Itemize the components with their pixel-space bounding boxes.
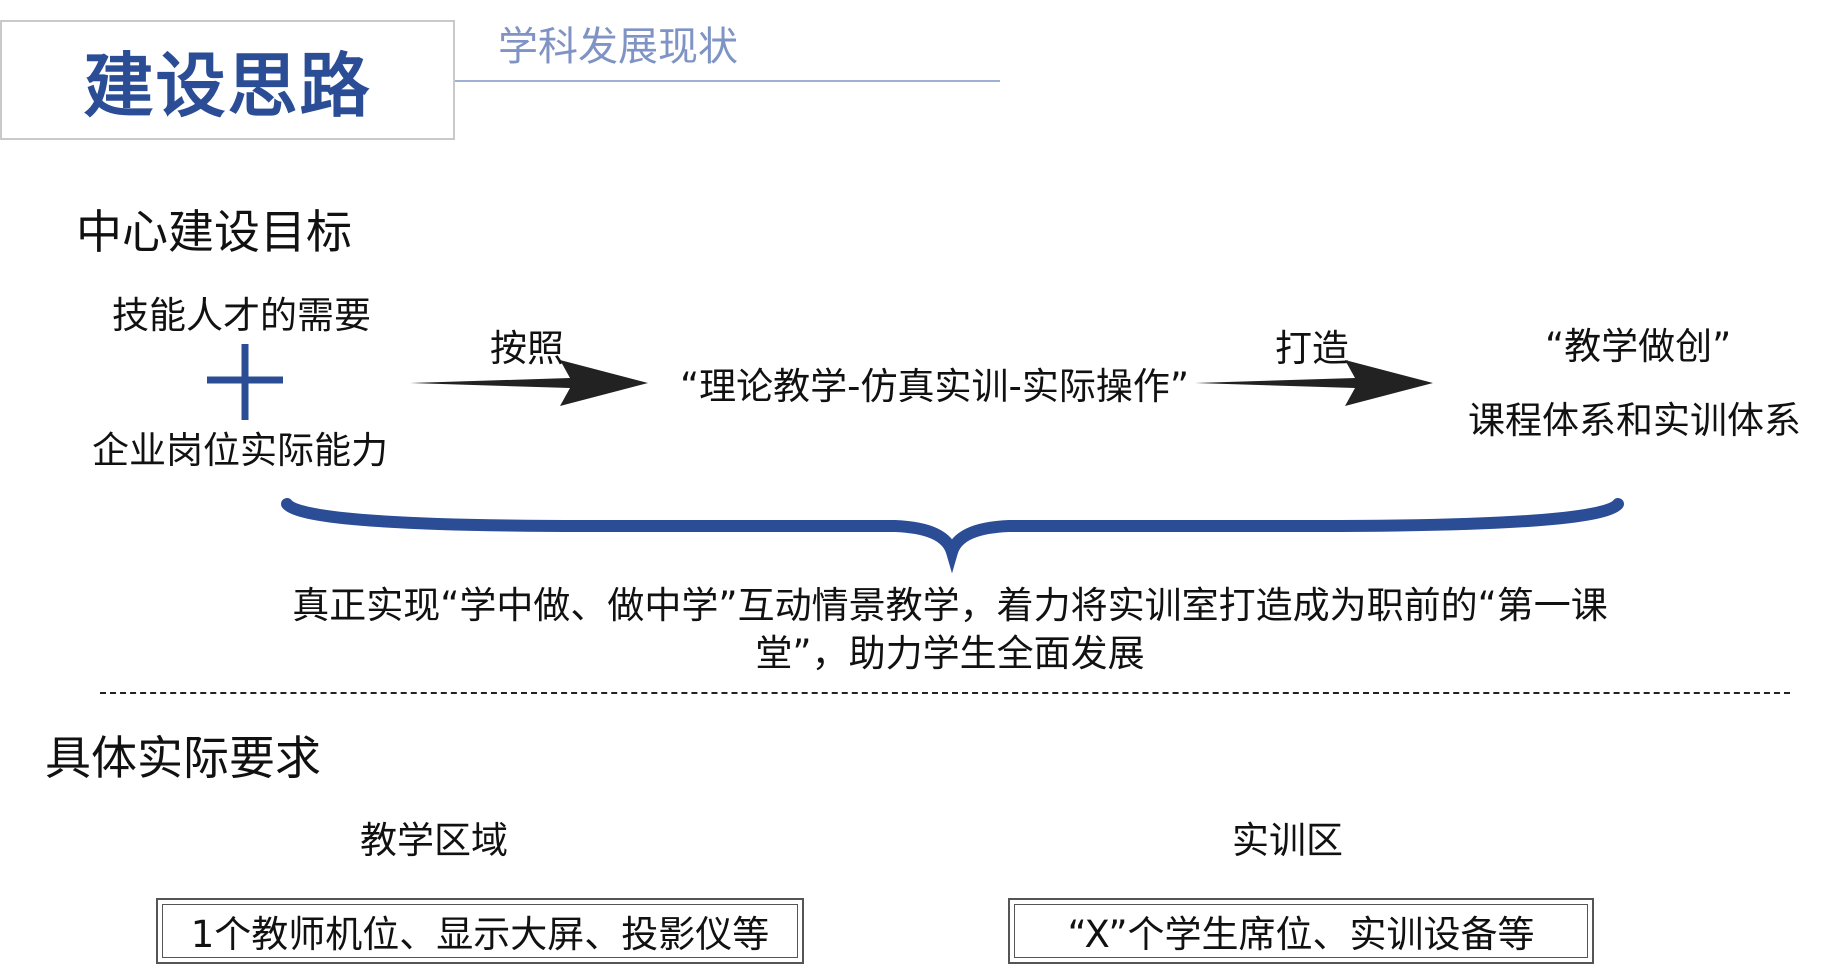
arrow1-label: 按照: [490, 327, 564, 370]
result-top-text: “教学做创”: [1545, 325, 1732, 368]
teaching-area-label: 教学区域: [360, 819, 508, 862]
result-bottom-text: 课程体系和实训体系: [1468, 399, 1801, 442]
section-divider: [100, 692, 1790, 694]
curly-brace-icon: [281, 498, 1624, 574]
page-title: 建设思路: [83, 44, 372, 127]
plus-icon: [207, 344, 283, 420]
training-area-box: “X”个学生席位、实训设备等: [1008, 898, 1594, 964]
training-area-label: 实训区: [1232, 819, 1343, 862]
requirements-section-heading: 具体实际要求: [45, 731, 321, 785]
subtitle-underline: [455, 80, 1000, 82]
teaching-area-box: 1个教师机位、显示大屏、投影仪等: [156, 898, 804, 964]
right-arrow-icon: [410, 360, 648, 406]
right-arrow-icon: [1195, 360, 1433, 406]
input-bottom-text: 企业岗位实际能力: [92, 429, 388, 472]
teaching-area-content: 1个教师机位、显示大屏、投影仪等: [190, 913, 770, 956]
arrow2-label: 打造: [1275, 327, 1349, 370]
goal-section-heading: 中心建设目标: [76, 205, 352, 259]
method-text: “理论教学-仿真实训-实际操作”: [680, 365, 1190, 408]
training-area-content: “X”个学生席位、实训设备等: [1067, 913, 1535, 956]
page-subtitle: 学科发展现状: [498, 24, 738, 70]
summary-text: 真正实现“学中做、做中学”互动情景教学，着力将实训室打造成为职前的“第一课堂”，…: [292, 584, 1608, 675]
input-top-text: 技能人才的需要: [112, 294, 371, 337]
title-box: 建设思路: [0, 20, 455, 140]
